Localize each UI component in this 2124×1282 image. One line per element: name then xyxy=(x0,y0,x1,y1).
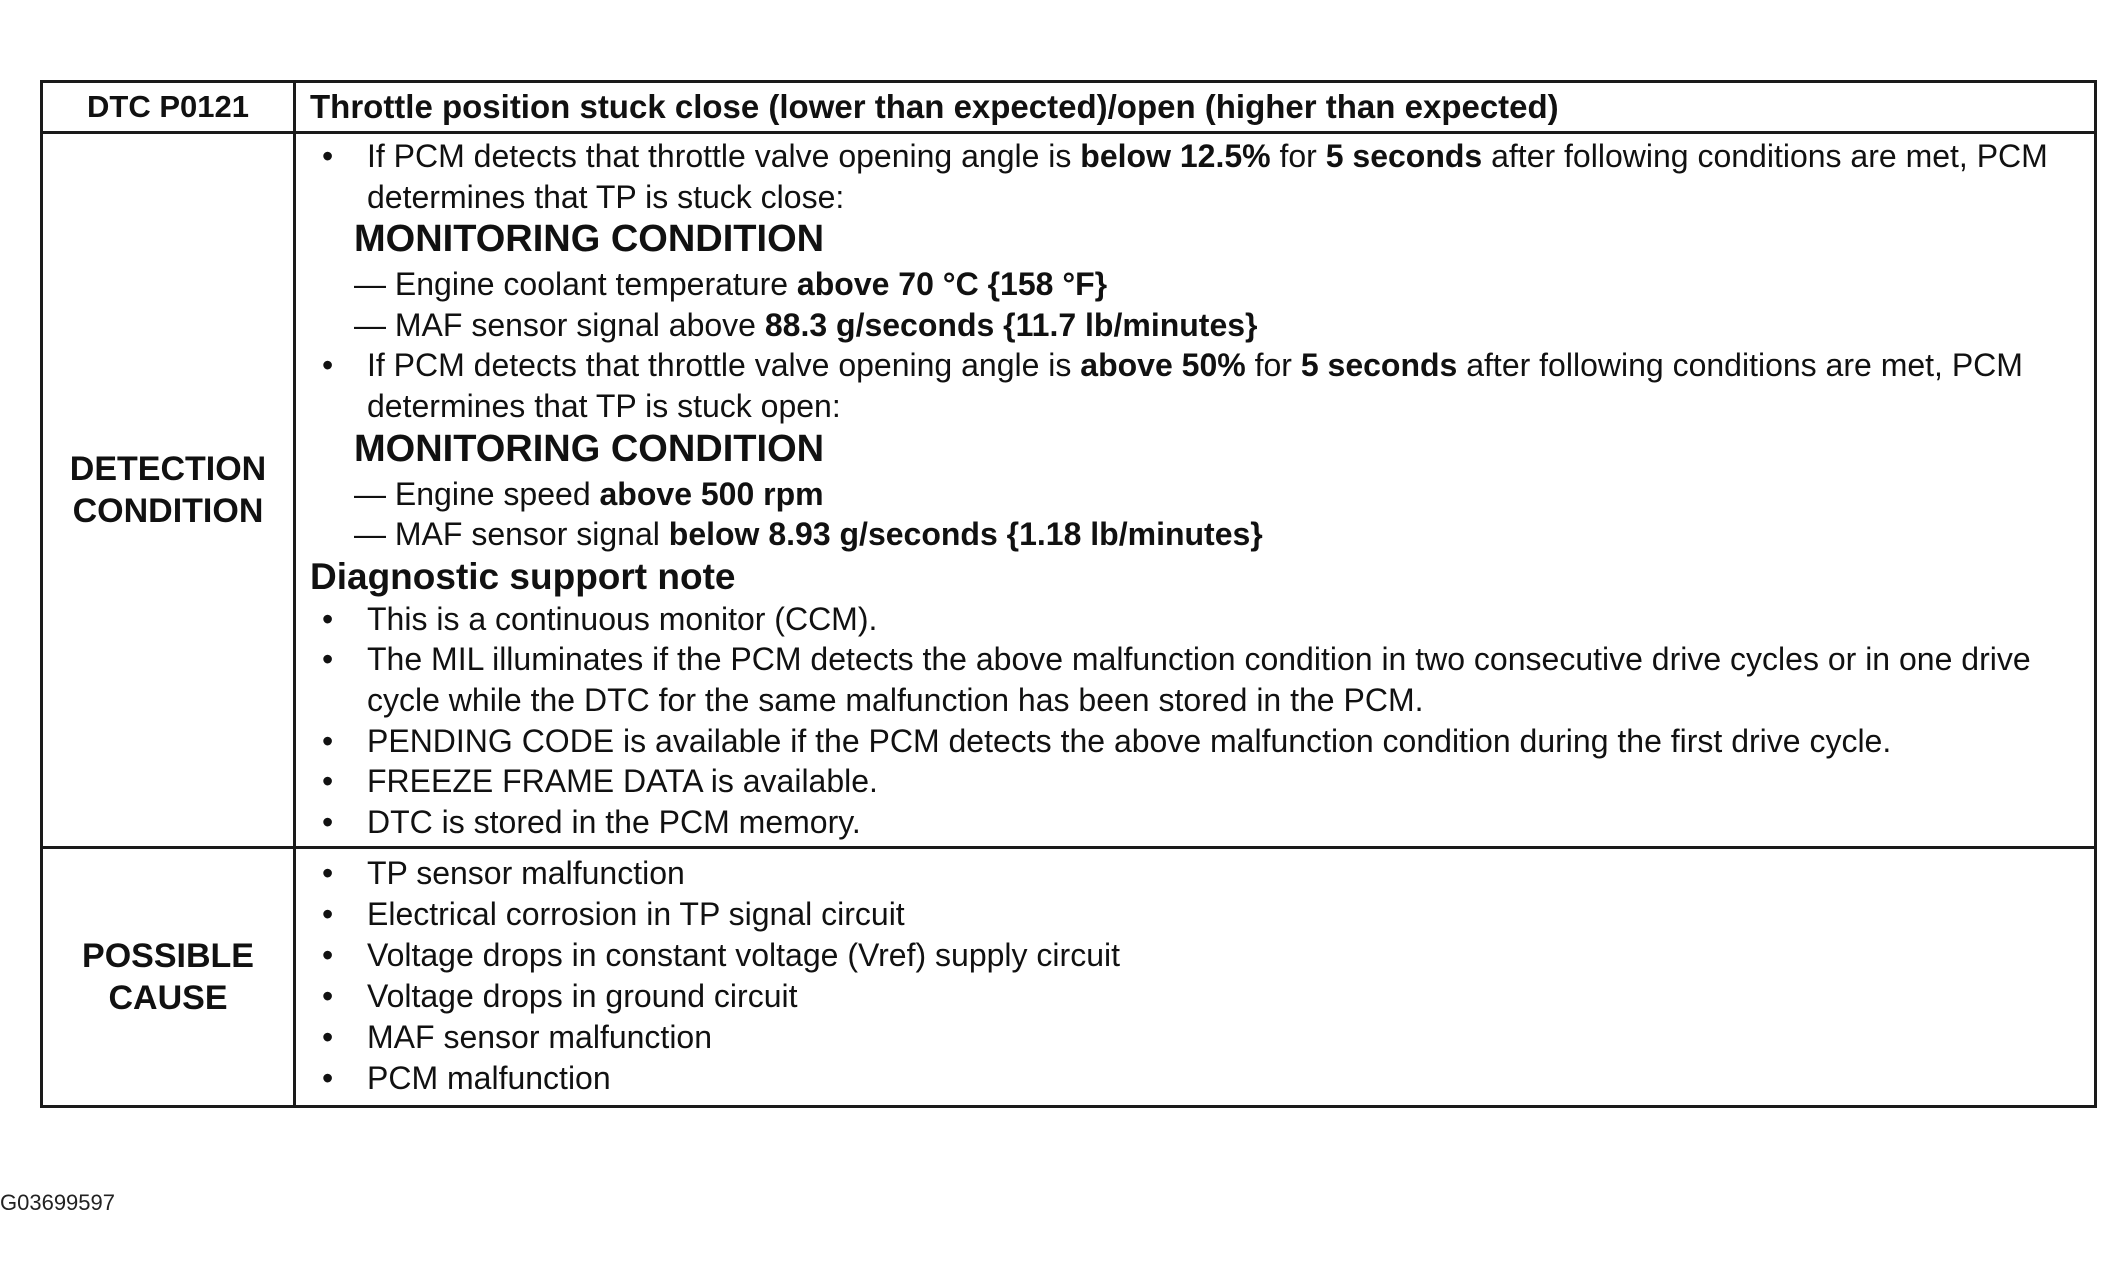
support-note: The MIL illuminates if the PCM detects t… xyxy=(310,639,2084,720)
dtc-title: Throttle position stuck close (lower tha… xyxy=(293,80,2097,134)
text-span: If PCM detects that throttle valve openi… xyxy=(367,138,1081,174)
text-span: — Engine speed xyxy=(354,475,600,512)
close-condition-2: — MAF sensor signal above 88.3 g/seconds… xyxy=(310,305,2084,346)
cause-label-line2: CAUSE xyxy=(108,979,228,1018)
dtc-table: DTC P0121 Throttle position stuck close … xyxy=(40,80,2097,1109)
close-condition-1: — Engine coolant temperature above 70 °C… xyxy=(310,264,2084,305)
bold-span: below 12.5% xyxy=(1080,138,1271,174)
detection-label-line2: CONDITION xyxy=(72,492,264,531)
bold-span: above 70 °C {158 °F} xyxy=(796,266,1108,303)
text-span: for xyxy=(1245,347,1301,384)
header-row: DTC P0121 Throttle position stuck close … xyxy=(40,80,2097,134)
monitoring-heading-close: MONITORING CONDITION xyxy=(354,218,825,261)
open-condition-1: — Engine speed above 500 rpm xyxy=(310,474,2084,515)
detection-content: If PCM detects that throttle valve openi… xyxy=(293,130,2097,850)
text-span: for xyxy=(1270,138,1326,174)
cause-item: Voltage drops in constant voltage (Vref)… xyxy=(310,935,2084,976)
support-note: FREEZE FRAME DATA is available. xyxy=(310,761,2084,802)
stuck-close-intro: If PCM detects that throttle valve openi… xyxy=(310,136,2084,217)
cause-label-line1: POSSIBLE xyxy=(82,937,254,976)
bold-span: 5 seconds xyxy=(1300,347,1458,384)
text-span: — MAF sensor signal above xyxy=(354,306,765,343)
cause-item: TP sensor malfunction xyxy=(310,853,2084,894)
open-condition-2: — MAF sensor signal below 8.93 g/seconds… xyxy=(310,514,2084,555)
text-span: — MAF sensor signal xyxy=(354,516,669,553)
text-span: after following conditions are met, PCM … xyxy=(367,347,2023,424)
text-span: If PCM detects that throttle valve openi… xyxy=(367,347,1081,384)
bold-span: 5 seconds xyxy=(1325,138,1483,174)
detection-label: DETECTION CONDITION xyxy=(40,130,296,850)
bold-span: above 50% xyxy=(1080,347,1246,384)
cause-item: Electrical corrosion in TP signal circui… xyxy=(310,894,2084,935)
dtc-code: DTC P0121 xyxy=(40,80,296,134)
support-note: DTC is stored in the PCM memory. xyxy=(310,802,2084,843)
detection-row: DETECTION CONDITION If PCM detects that … xyxy=(40,130,2097,850)
figure-id: G03699597 xyxy=(0,1190,115,1215)
diagnostic-support-heading: Diagnostic support note xyxy=(310,555,736,597)
support-note: This is a continuous monitor (CCM). xyxy=(310,599,2084,640)
bold-span: below 8.93 g/seconds {1.18 lb/minutes} xyxy=(668,516,1263,553)
cause-item: PCM malfunction xyxy=(310,1058,2084,1099)
stuck-open-intro: If PCM detects that throttle valve openi… xyxy=(310,345,2084,426)
support-note: PENDING CODE is available if the PCM det… xyxy=(310,721,2084,762)
cause-item: Voltage drops in ground circuit xyxy=(310,976,2084,1017)
possible-cause-content: TP sensor malfunction Electrical corrosi… xyxy=(293,846,2097,1109)
text-span: after following conditions are met, PCM … xyxy=(367,138,2048,215)
detection-label-line1: DETECTION xyxy=(69,450,267,489)
text-span: — Engine coolant temperature xyxy=(354,266,797,303)
monitoring-heading-open: MONITORING CONDITION xyxy=(354,427,825,470)
possible-cause-row: POSSIBLE CAUSE TP sensor malfunction Ele… xyxy=(40,846,2097,1109)
bold-span: 88.3 g/seconds {11.7 lb/minutes} xyxy=(764,306,1258,343)
possible-cause-label: POSSIBLE CAUSE xyxy=(40,846,296,1109)
cause-item: MAF sensor malfunction xyxy=(310,1017,2084,1058)
bold-span: above 500 rpm xyxy=(599,475,824,512)
